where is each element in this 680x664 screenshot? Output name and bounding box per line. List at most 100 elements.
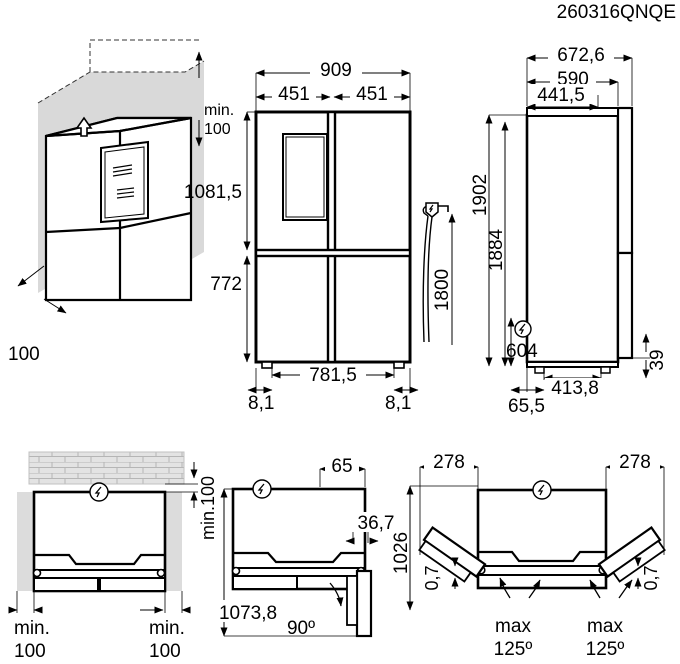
- side-base: [526, 361, 619, 368]
- dim-iso-top-clearance-2: 100: [204, 121, 231, 138]
- front-foot-left: [261, 361, 273, 369]
- dim-rear-clearance-line-b: [43, 298, 67, 314]
- view-plan-door-90: 65 36,7 1073,8 90º: [204, 455, 404, 639]
- dim-6726-bg: [548, 45, 614, 65]
- dim-278R-bg: [610, 452, 660, 472]
- plan-hinge-left: [32, 568, 42, 578]
- cord-line-b: [427, 216, 433, 343]
- dim-125L-arc-b: [528, 579, 541, 599]
- dim-front-upper-height: 1081,5: [184, 182, 242, 203]
- dim-125R-arc-a: [589, 579, 601, 599]
- plan-hinge-right: [156, 568, 166, 578]
- electrical-connection-icon: [89, 482, 109, 502]
- front-trim: [254, 110, 412, 369]
- dim-side-cabinet-height: 1884: [486, 228, 507, 271]
- view-side-elevation: 672,6 590 441,5 1902 1884 604 413,8 65,5: [470, 45, 668, 417]
- side-top-cap: [526, 107, 619, 117]
- dim-iso-top-clearance-1: min.: [204, 102, 234, 119]
- dim-side-cabinet-depth: 441,5: [537, 85, 585, 106]
- side-foot-rear: [600, 366, 611, 374]
- dim-367-bg: [348, 512, 404, 532]
- plan-door-profile: [34, 553, 165, 566]
- fridge-top-ridge: [119, 116, 192, 133]
- dim-4415-bg: [528, 84, 594, 104]
- dim-plan90-hinge-offset: 36,7: [358, 513, 395, 534]
- dim-plan125-left-angle-2: 125º: [494, 639, 533, 660]
- lightning-bolt-icon: [94, 486, 102, 498]
- fridge-window-inner: [104, 146, 145, 219]
- plan-handle-bar: [33, 569, 166, 579]
- dim-7815-bg: [300, 364, 366, 384]
- side-foot-front: [534, 366, 545, 374]
- front-door-bottom-right: [331, 253, 412, 364]
- plan125-left-door-inner: [418, 539, 472, 583]
- view-power-cord: 1800: [422, 202, 456, 345]
- cord-line-a: [422, 215, 429, 343]
- page-title: 260316QNQE: [557, 2, 676, 23]
- plan125-left-door-group: [418, 526, 487, 583]
- dim-plan125-right-gap: 0,7: [641, 565, 661, 590]
- electrical-connection-icon: [252, 479, 272, 499]
- front-doors-right-column: [331, 110, 412, 364]
- plan90-door-left: [232, 575, 298, 590]
- dim-front-right-door-width: 451: [356, 84, 388, 105]
- dim-plan-left-clearance-1: min.: [14, 618, 50, 639]
- view-plan-wall: min.100 min. 100 min. 100: [8, 451, 218, 662]
- dim-side-total-height: 1902: [470, 174, 491, 216]
- dim-125L-arc-a: [499, 577, 511, 599]
- dim-plan125-left-gap: 0,7: [422, 565, 442, 590]
- plan90-profile: [233, 551, 365, 564]
- dim-plan-right-clearance-1: min.: [149, 618, 185, 639]
- dim-10738-bg: [204, 600, 292, 622]
- side-cabinet-body: [525, 113, 620, 364]
- dim-plan125-right-angle-2: 125º: [586, 639, 625, 660]
- dim-plan90-door-projection: 65: [331, 456, 352, 477]
- front-foot-right: [393, 361, 405, 369]
- plug-bolt-icon: [428, 204, 434, 213]
- dim-plan125-right-angle-1: max: [587, 616, 623, 637]
- left-clearance-zone: [17, 492, 34, 591]
- fridge-right-door-split: [119, 211, 192, 230]
- plan90-open-door: [355, 569, 373, 638]
- dim-65-bg: [325, 455, 359, 475]
- electrical-connection-icon: [532, 480, 552, 500]
- dim-4138-bg: [545, 378, 605, 398]
- plan90-handle-bar: [232, 567, 366, 577]
- dim-451L-bg: [272, 84, 316, 104]
- dim-451R-bg: [350, 84, 394, 104]
- dim-plan125-right-swing: 278: [619, 452, 651, 473]
- plan-door-left: [33, 577, 99, 592]
- cord-top-bend: [438, 205, 449, 212]
- dim-rear-clearance-line-a: [17, 265, 45, 287]
- view-plan-door-125: 278 278 1026 0,7 0,7 max 125º max 125º: [391, 452, 666, 660]
- wall-top-edge: [37, 60, 205, 104]
- electrical-connection-icon: [514, 320, 532, 338]
- dim-90-arc: [329, 582, 344, 607]
- dim-plan-left-clearance-2: 100: [14, 641, 46, 662]
- dim-plan90-total-depth: 1073,8: [219, 603, 277, 624]
- shelf-lines-lower: [116, 187, 135, 199]
- dim-side-foot-span: 413,8: [551, 378, 599, 399]
- dim-plan-right-clearance-2: 100: [149, 641, 181, 662]
- front-dimensions: 909 451 451 1081,5 772 781,5 8,1 8,1: [184, 60, 419, 414]
- fridge-left-door-split: [45, 226, 121, 234]
- dim-125R-arc-b: [618, 579, 633, 599]
- dim-plan90-angle: 90º: [287, 618, 315, 639]
- right-clearance-zone: [165, 492, 182, 591]
- airflow-arrow-icon: [75, 116, 93, 137]
- shelf-lines-upper: [112, 164, 133, 177]
- dim-front-left-door-width: 451: [278, 84, 310, 105]
- side-door-lower: [616, 251, 634, 360]
- dim-278L-bg: [424, 452, 474, 472]
- front-door-top-right: [331, 110, 412, 254]
- dim-side-outlet-height: 604: [506, 341, 538, 362]
- plan90-open-door-inner: [346, 575, 358, 626]
- dim-front-left-foot-offset: 8,1: [248, 393, 274, 414]
- dim-909-bg: [310, 60, 362, 80]
- lightning-bolt-icon: [537, 484, 545, 496]
- lightning-bolt-icon: [257, 483, 265, 495]
- plan125-profile: [478, 550, 606, 563]
- dim-front-cabinet-width: 781,5: [309, 365, 357, 386]
- dim-front-total-width: 909: [320, 60, 352, 81]
